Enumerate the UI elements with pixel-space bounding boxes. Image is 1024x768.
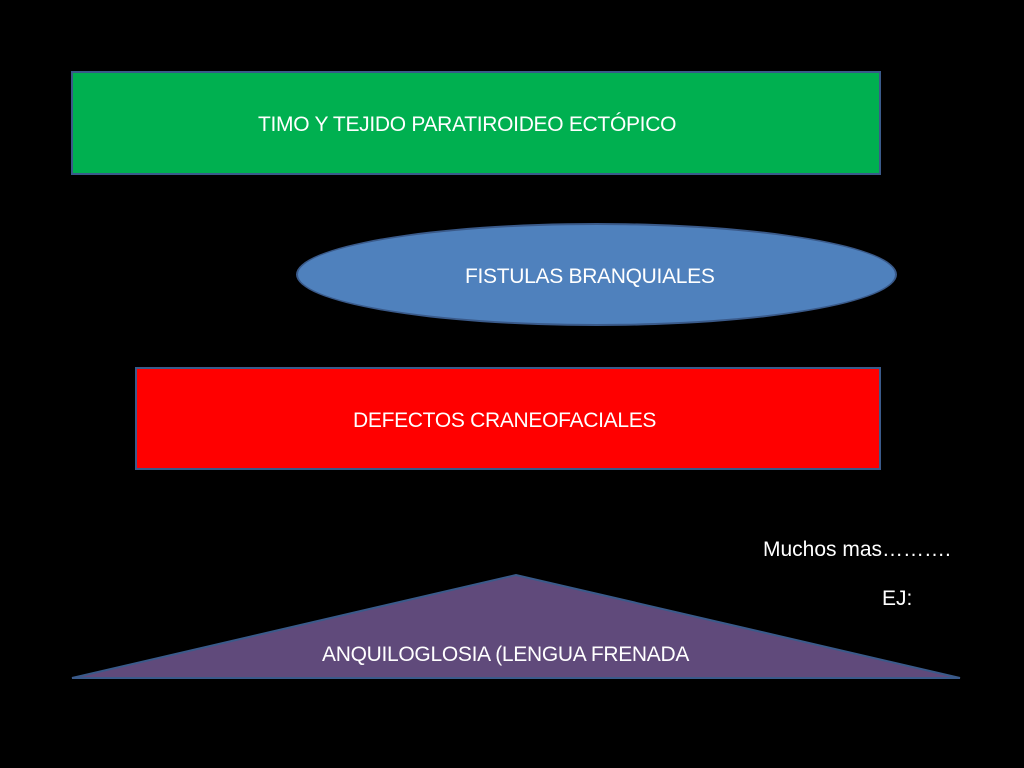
green-rectangle — [71, 71, 881, 175]
defectos-label: DEFECTOS CRANEOFACIALES — [353, 409, 657, 432]
purple-triangle — [71, 573, 961, 679]
anquiloglosia-label: ANQUILOGLOSIA (LENGUA FRENADA — [322, 643, 690, 666]
muchos-mas-text: Muchos mas………. — [763, 538, 951, 561]
fistulas-label: FISTULAS BRANQUIALES — [465, 265, 715, 288]
ej-text: EJ: — [882, 587, 913, 610]
timo-label: TIMO Y TEJIDO PARATIROIDEO ECTÓPICO — [258, 113, 677, 136]
blue-ellipse — [296, 223, 897, 326]
red-rectangle — [135, 367, 881, 470]
